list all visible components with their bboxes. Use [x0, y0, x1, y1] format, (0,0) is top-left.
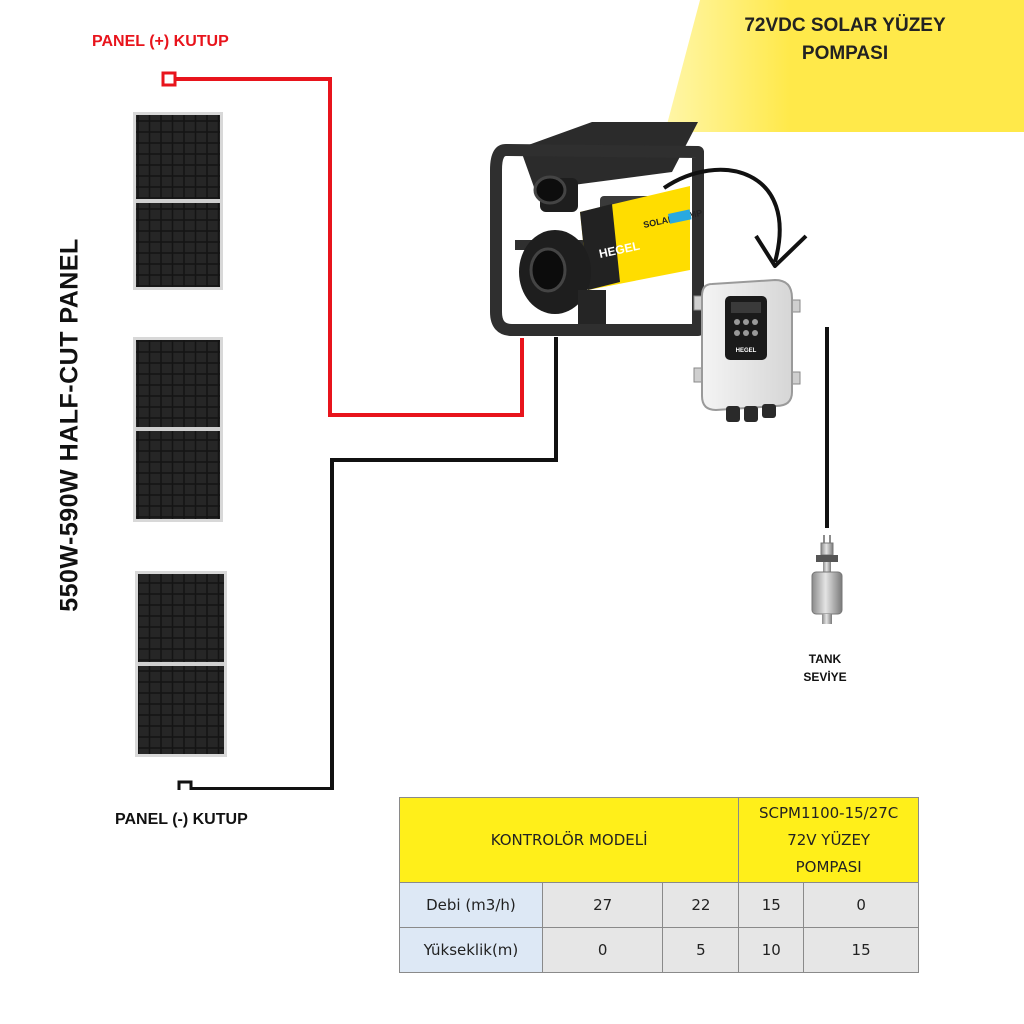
pump-controller: HEGEL	[693, 278, 801, 422]
table-cell: 10	[738, 927, 805, 973]
banner-title-line2: POMPASI	[801, 43, 889, 64]
controller-model-header: KONTROLÖR MODELİ	[398, 797, 740, 883]
table-cell: 15	[803, 927, 919, 973]
solar-panel	[133, 337, 223, 522]
banner-title-line1: 72VDC SOLAR YÜZEY	[744, 15, 946, 36]
table-cell: 27	[541, 882, 664, 928]
model-line2: 72V YÜZEY	[787, 830, 871, 849]
tank-level-label-line1: TANK	[808, 652, 842, 666]
solar-pump: HEGEL SOLAR PUMP	[490, 122, 704, 336]
model-line1: SCPM1100-15/27C	[759, 803, 899, 822]
solar-panel	[135, 571, 227, 757]
wiring-diagram: HEGEL SOLAR PUMP HEGEL	[133, 71, 843, 790]
table-header-row: KONTROLÖR MODELİ SCPM1100-15/27C 72V YÜZ…	[398, 797, 919, 883]
controller-brand-logo: HEGEL	[736, 348, 757, 354]
model-line3: POMPASI	[795, 857, 862, 876]
negative-terminal-icon	[177, 780, 193, 790]
table-cell: 0	[541, 927, 664, 973]
banner-background	[665, 0, 1024, 132]
table-row: Yükseklik(m) 0 5 10 15	[399, 927, 919, 973]
panel-positive-label: PANEL (+) KUTUP	[92, 33, 229, 50]
table-cell: 5	[662, 927, 740, 973]
banner-title: 72VDC SOLAR YÜZEY POMPASI	[700, 12, 990, 68]
float-switch-icon	[811, 535, 843, 624]
tank-level-label: TANK SEVİYE	[790, 650, 860, 686]
controller-model-value: SCPM1100-15/27C 72V YÜZEY POMPASI	[738, 797, 919, 883]
negative-wire	[177, 330, 563, 790]
row-label-flow: Debi (m3/h)	[399, 882, 543, 928]
flow-arrow-icon	[662, 167, 808, 268]
table-cell: 22	[662, 882, 740, 928]
row-label-head: Yükseklik(m)	[399, 927, 543, 973]
table-row: Debi (m3/h) 27 22 15 0	[399, 882, 919, 928]
tank-level-label-line2: SEVİYE	[803, 670, 847, 684]
solar-panel	[133, 112, 223, 290]
panel-negative-label: PANEL (-) KUTUP	[115, 811, 248, 828]
positive-terminal-icon	[161, 71, 177, 87]
performance-table: KONTROLÖR MODELİ SCPM1100-15/27C 72V YÜZ…	[398, 797, 919, 973]
table-cell: 0	[803, 882, 919, 928]
table-cell: 15	[738, 882, 805, 928]
